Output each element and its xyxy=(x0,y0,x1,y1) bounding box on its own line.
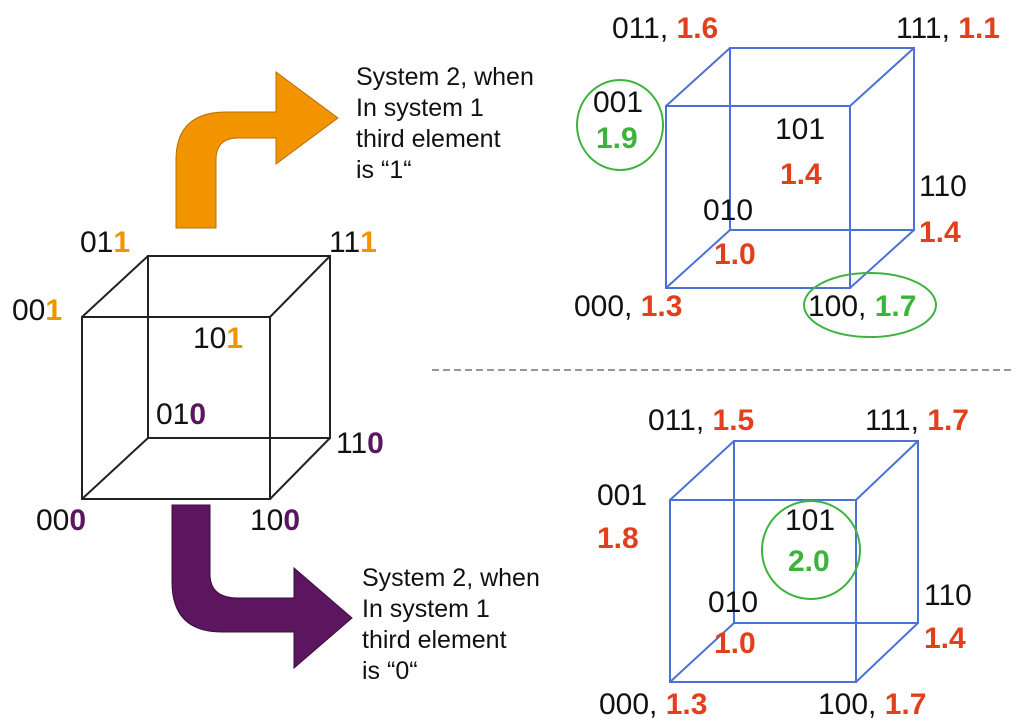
top-vertex-111: 111, 1.1 xyxy=(896,12,1000,45)
bottom-vertex-110-value: 1.4 xyxy=(924,622,966,655)
top-vertex-001-code: 001 xyxy=(593,86,644,119)
top-vertex-101-code: 101 xyxy=(775,113,826,146)
left-cube-back-face xyxy=(147,255,331,439)
left-vertex-101: 101 xyxy=(193,322,244,355)
caption-bottom-line4: is “0“ xyxy=(362,657,418,685)
bottom-vertex-010-code: 010 xyxy=(708,586,759,619)
top-cube-front-face xyxy=(665,105,851,289)
top-cube xyxy=(665,47,915,289)
bottom-vertex-110-code: 110 xyxy=(924,579,972,612)
left-vertex-010: 010 xyxy=(156,398,207,431)
left-vertex-011: 011 xyxy=(80,226,131,259)
top-vertex-010-code: 010 xyxy=(703,194,754,227)
top-vertex-001-value: 1.9 xyxy=(596,122,638,155)
bottom-vertex-101-value: 2.0 xyxy=(788,545,830,578)
left-vertex-110: 110 xyxy=(336,427,384,460)
top-highlight-100-circle xyxy=(803,272,937,338)
top-vertex-000: 000, 1.3 xyxy=(574,290,683,323)
bottom-cube-back-face xyxy=(733,440,919,624)
bottom-vertex-011: 011, 1.5 xyxy=(648,404,755,437)
top-cube-back-face xyxy=(729,47,915,231)
caption-bottom: System 2, when In system 1 third element… xyxy=(362,563,540,687)
caption-top: System 2, when In system 1 third element… xyxy=(356,62,534,186)
top-vertex-110-code: 110 xyxy=(919,170,967,203)
top-vertex-100: 100, 1.7 xyxy=(808,290,917,323)
bottom-vertex-000: 000, 1.3 xyxy=(599,688,708,721)
caption-bottom-line3: third element xyxy=(362,626,507,654)
left-vertex-001: 001 xyxy=(12,294,63,327)
bottom-vertex-100: 100, 1.7 xyxy=(818,688,927,721)
bottom-vertex-001-value: 1.8 xyxy=(597,522,639,555)
bottom-cube xyxy=(669,440,919,683)
left-cube xyxy=(81,255,331,500)
caption-top-line1: System 2, when xyxy=(356,63,534,91)
bottom-highlight-101-circle xyxy=(761,500,861,600)
bottom-vertex-001-code: 001 xyxy=(597,479,648,512)
top-vertex-101-value: 1.4 xyxy=(780,158,822,191)
caption-top-line3: third element xyxy=(356,125,501,153)
orange-arrow-icon xyxy=(175,71,339,229)
top-vertex-011: 011, 1.6 xyxy=(612,12,719,45)
caption-bottom-line2: In system 1 xyxy=(362,595,490,623)
bottom-cube-front-face xyxy=(669,499,857,683)
left-vertex-111: 111 xyxy=(329,226,377,259)
purple-arrow-icon xyxy=(171,504,353,670)
caption-top-line4: is “1“ xyxy=(356,156,412,184)
top-highlight-001-circle xyxy=(576,79,664,171)
left-vertex-000: 000 xyxy=(36,504,87,537)
bottom-vertex-010-value: 1.0 xyxy=(714,627,756,660)
bottom-vertex-111: 111, 1.7 xyxy=(865,404,969,437)
caption-bottom-line1: System 2, when xyxy=(362,564,540,592)
bottom-vertex-101-code: 101 xyxy=(785,504,836,537)
top-vertex-110-value: 1.4 xyxy=(919,216,961,249)
left-vertex-100: 100 xyxy=(250,504,301,537)
top-vertex-010-value: 1.0 xyxy=(714,238,756,271)
caption-top-line2: In system 1 xyxy=(356,94,484,122)
left-cube-front-face xyxy=(81,316,271,500)
